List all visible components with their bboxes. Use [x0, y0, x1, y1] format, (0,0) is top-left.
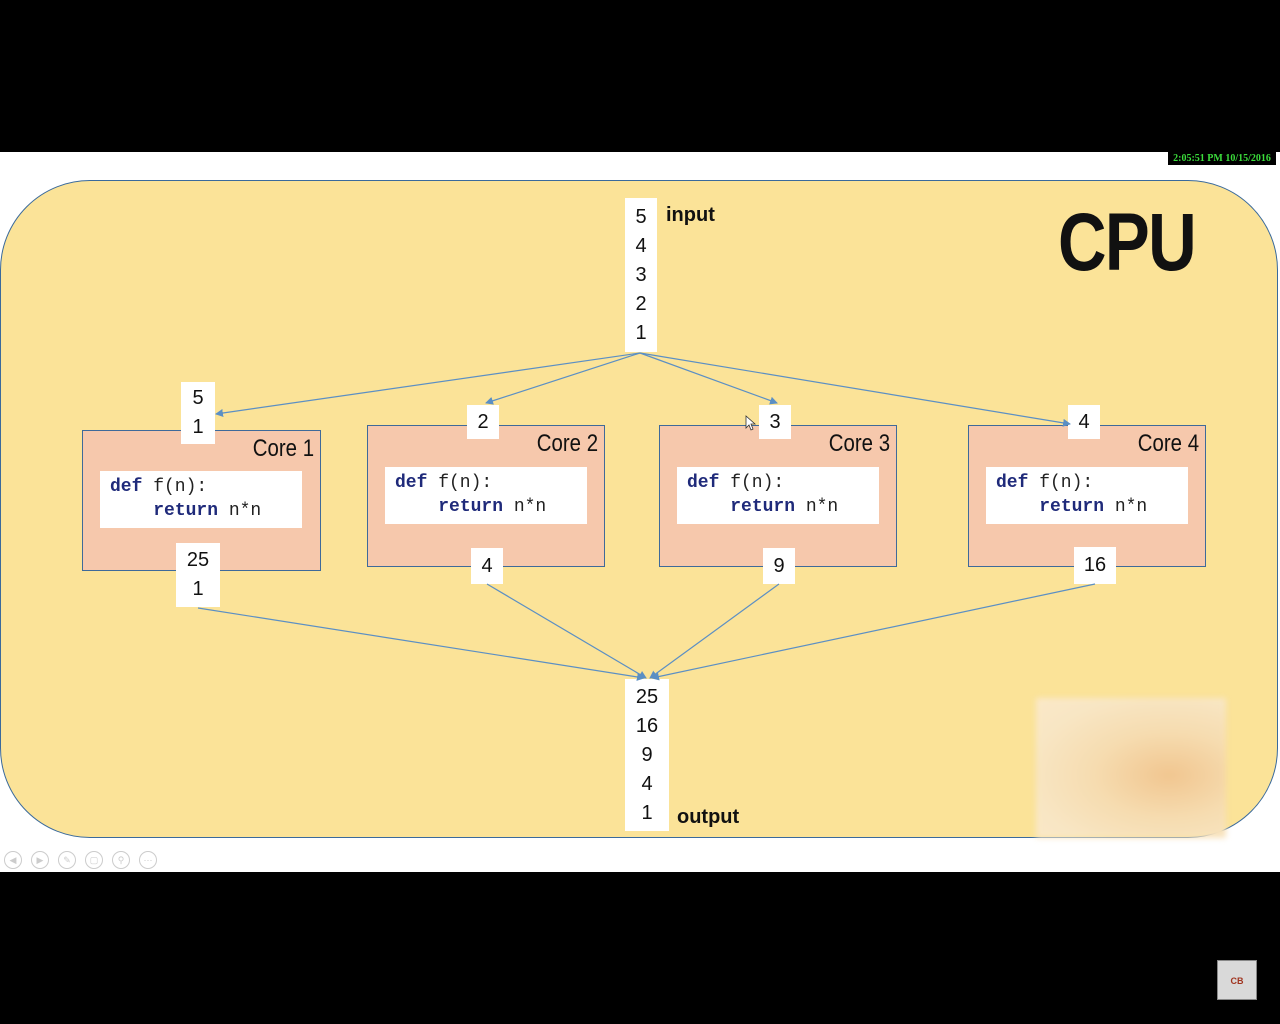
code-text: n*n — [795, 497, 839, 517]
core-output-value: 1 — [192, 578, 204, 600]
code-keyword: return — [1039, 497, 1105, 517]
output-value: 9 — [641, 743, 653, 766]
code-text: f(n): — [142, 477, 208, 497]
input-stack: 5 4 3 2 1 — [625, 198, 657, 352]
output-value: 4 — [641, 772, 653, 795]
core-4-output: 16 — [1074, 547, 1116, 584]
code-block: def f(n): return n*n — [100, 471, 302, 528]
code-keyword: def — [110, 477, 143, 497]
core-2-output: 4 — [471, 548, 503, 584]
core-output-value: 16 — [1083, 554, 1107, 576]
output-value: 16 — [635, 714, 659, 737]
input-value: 3 — [635, 263, 647, 286]
core-1-output: 25 1 — [176, 543, 220, 607]
output-label: output — [677, 806, 740, 828]
core-input-value: 1 — [192, 416, 204, 438]
code-keyword: def — [395, 473, 428, 493]
core-title: Core 1 — [252, 435, 314, 462]
play-icon[interactable]: ▶ — [31, 851, 49, 869]
code-text: f(n): — [1028, 473, 1094, 493]
core-2-input: 2 — [467, 405, 499, 439]
core-3-input: 3 — [759, 405, 791, 439]
code-text: n*n — [503, 497, 547, 517]
input-value: 5 — [635, 205, 647, 228]
output-value: 1 — [641, 801, 653, 824]
zoom-icon[interactable]: ⚲ — [112, 851, 130, 869]
core-input-value: 5 — [192, 387, 204, 409]
pen-icon[interactable]: ✎ — [58, 851, 76, 869]
output-value: 25 — [635, 685, 659, 708]
code-text: f(n): — [719, 473, 785, 493]
code-keyword: return — [730, 497, 796, 517]
input-value: 4 — [635, 234, 647, 257]
core-output-value: 25 — [186, 549, 210, 571]
output-stack: 25 16 9 4 1 — [625, 679, 669, 831]
input-value: 1 — [635, 321, 647, 344]
input-value: 2 — [635, 292, 647, 315]
code-keyword: return — [153, 501, 219, 521]
code-keyword: def — [996, 473, 1029, 493]
code-block: def f(n): return n*n — [986, 467, 1188, 524]
slides-icon[interactable]: ▢ — [85, 851, 103, 869]
core-input-value: 4 — [1078, 410, 1090, 433]
cpu-label: CPU — [1058, 197, 1197, 288]
core-1-input: 5 1 — [181, 382, 215, 444]
code-block: def f(n): return n*n — [385, 467, 587, 524]
core-input-value: 2 — [477, 410, 489, 433]
code-text: n*n — [1104, 497, 1148, 517]
prev-icon[interactable]: ◀ — [4, 851, 22, 869]
core-title: Core 4 — [1137, 430, 1199, 457]
code-text: f(n): — [427, 473, 493, 493]
core-output-value: 4 — [481, 554, 493, 577]
code-block: def f(n): return n*n — [677, 467, 879, 524]
core-3-output: 9 — [763, 548, 795, 584]
webcam-overlay-blurred — [1036, 698, 1226, 838]
core-4-input: 4 — [1068, 405, 1100, 439]
core-output-value: 9 — [773, 554, 785, 577]
code-keyword: def — [687, 473, 720, 493]
code-text: n*n — [218, 501, 262, 521]
core-title: Core 2 — [536, 430, 598, 457]
input-label: input — [666, 204, 715, 226]
core-input-value: 3 — [769, 410, 781, 433]
channel-logo: CB — [1217, 960, 1257, 1000]
slideshow-controls: ◀ ▶ ✎ ▢ ⚲ ⋯ — [4, 851, 157, 869]
timestamp: 2:05:51 PM 10/15/2016 — [1168, 152, 1276, 165]
more-icon[interactable]: ⋯ — [139, 851, 157, 869]
core-title: Core 3 — [828, 430, 890, 457]
code-keyword: return — [438, 497, 504, 517]
